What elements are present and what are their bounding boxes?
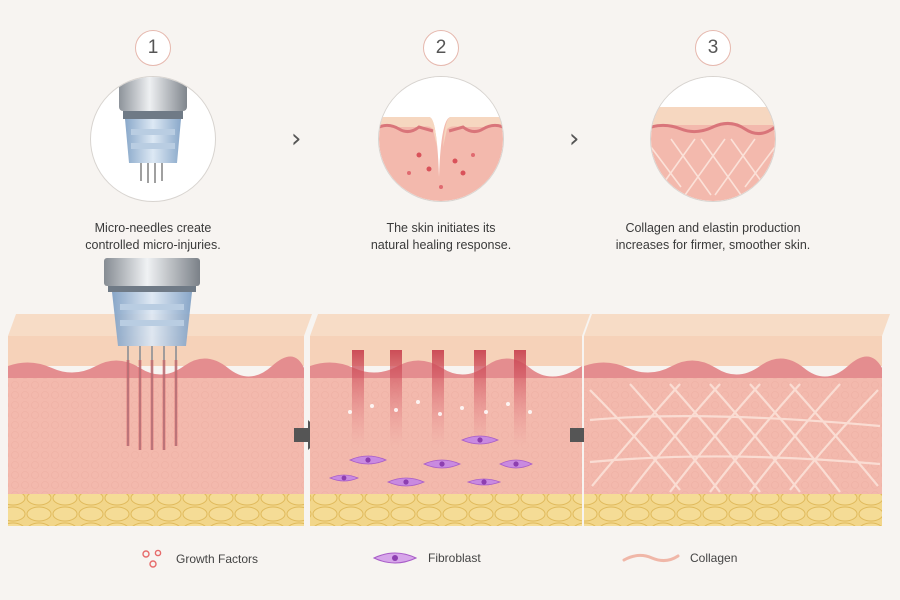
micro-injury-channels	[352, 350, 526, 446]
chevron-right-icon: ›	[291, 124, 302, 154]
chevron-right-icon: ›	[569, 124, 580, 154]
growth-factor-dots	[348, 400, 532, 416]
legend-label: Growth Factors	[176, 552, 259, 566]
step-number: 1	[135, 30, 171, 66]
collagen-icon	[622, 553, 680, 563]
step-3: 3 Collagen and elastin production increa…	[563, 30, 863, 254]
microneedle-device-icon	[104, 258, 200, 450]
step-3-caption: Collagen and elastin production increase…	[615, 221, 811, 252]
skin-block-3	[584, 314, 890, 526]
skin-cross-section	[8, 258, 890, 526]
step-2: 2 The skin initiates its natural healing…	[291, 30, 591, 254]
step-2-illustration	[378, 76, 504, 202]
growth-factors-icon	[142, 549, 162, 568]
skin-block-2	[310, 314, 590, 526]
microneedle-device-icon	[119, 77, 187, 183]
arrow-right-icon	[294, 420, 324, 450]
step-2-caption: The skin initiates its natural healing r…	[370, 221, 512, 252]
step-3-illustration	[650, 76, 776, 202]
legend-label: Fibroblast	[428, 551, 481, 565]
legend-growth-factors: Growth Factors	[140, 548, 258, 570]
step-1-illustration	[90, 76, 216, 202]
step-number: 3	[695, 30, 731, 66]
skin-wound-icon	[379, 77, 503, 201]
legend-fibroblast: Fibroblast	[372, 548, 481, 568]
step-1-caption: Micro-needles create controlled micro-in…	[85, 221, 221, 252]
fibroblast-icon	[372, 552, 418, 564]
fibroblast-cells	[328, 435, 533, 487]
step-number: 2	[423, 30, 459, 66]
skin-renewed-icon	[651, 77, 775, 201]
step-1: 1 Micro-needles create controlled micr	[3, 30, 303, 254]
legend-label: Collagen	[690, 551, 738, 565]
legend-collagen: Collagen	[622, 548, 737, 568]
collagen-fibers	[589, 383, 881, 493]
skin-block-1	[8, 258, 312, 526]
